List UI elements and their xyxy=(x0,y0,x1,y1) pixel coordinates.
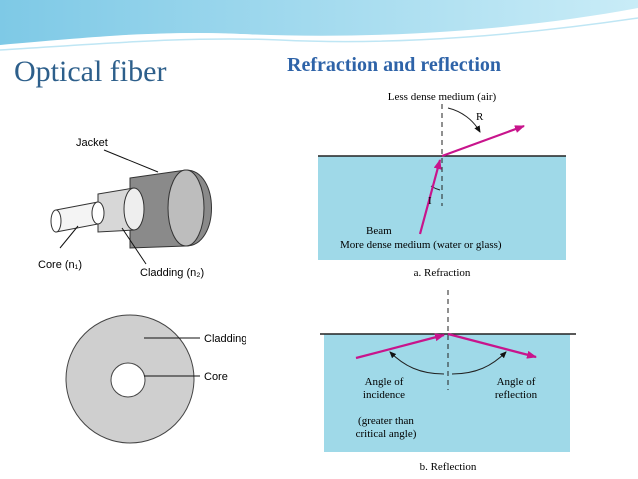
jacket-leader xyxy=(103,149,159,173)
reflection-arc xyxy=(451,351,507,375)
top-medium-label: Less dense medium (air) xyxy=(388,91,497,103)
angle-i-arc xyxy=(430,185,441,191)
incidence-arc xyxy=(389,351,445,375)
reflection-caption: b. Reflection xyxy=(420,461,477,473)
slide-subtitle: Refraction and reflection xyxy=(287,54,502,76)
angle-r-label: R xyxy=(476,111,484,123)
refraction-caption: a. Refraction xyxy=(414,267,471,279)
cladding-leader xyxy=(121,227,147,265)
core-circle xyxy=(110,362,146,398)
fiber-side-diagram: Jacket Core (n₁) Cladding (n₂) xyxy=(34,128,242,288)
bottom-medium-label: More dense medium (water or glass) xyxy=(340,239,502,251)
reflection-label-line2: reflection xyxy=(495,389,538,401)
jacket-label: Jacket xyxy=(76,137,108,149)
cladding-label: Cladding xyxy=(204,333,246,345)
reflection-diagram: Angle of incidence Angle of reflection (… xyxy=(320,290,576,473)
cladding-label: Cladding (n₂) xyxy=(140,267,204,279)
angle-r-arc xyxy=(447,107,481,133)
core-leader xyxy=(59,225,79,249)
fiber-cross-section-diagram: Cladding Core xyxy=(36,314,246,444)
critical-note-line1: (greater than xyxy=(358,415,414,427)
incident-beam xyxy=(355,333,445,360)
core-label: Core xyxy=(204,371,228,383)
angle-i-label: I xyxy=(428,195,432,207)
critical-note-line2: critical angle) xyxy=(356,428,417,440)
incidence-label-line2: incidence xyxy=(363,389,405,401)
water-medium xyxy=(318,156,566,260)
beam-label: Beam xyxy=(366,225,392,237)
incident-beam xyxy=(418,159,442,235)
reflected-beam xyxy=(447,332,537,359)
slide-title: Optical fiber xyxy=(14,55,167,88)
reflection-label-line1: Angle of xyxy=(497,376,536,388)
header-wave xyxy=(0,0,638,51)
refraction-diagram: Less dense medium (air) R I Beam More de… xyxy=(318,91,566,279)
incidence-label-line1: Angle of xyxy=(365,376,404,388)
refracted-beam xyxy=(441,124,525,158)
core-label: Core (n₁) xyxy=(38,259,82,271)
